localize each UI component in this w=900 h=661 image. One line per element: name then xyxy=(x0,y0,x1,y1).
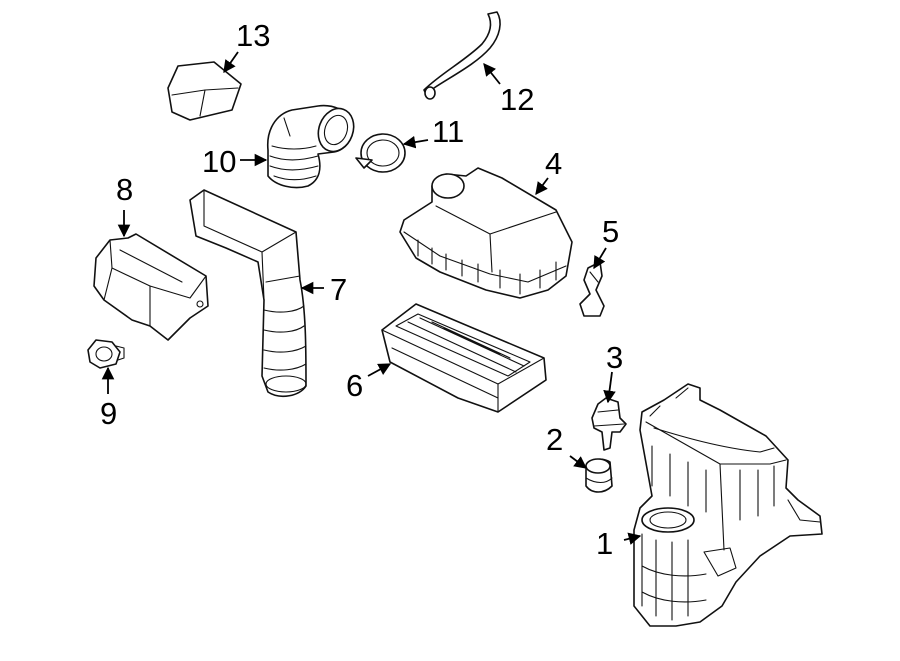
part-12-hose xyxy=(423,11,501,100)
callout-12: 12 xyxy=(500,82,534,117)
callout-6: 6 xyxy=(346,368,363,403)
leader-5 xyxy=(593,247,607,270)
callout-8: 8 xyxy=(116,172,133,207)
callout-11: 11 xyxy=(432,114,464,149)
leader-3 xyxy=(603,371,616,404)
leader-4 xyxy=(535,177,549,196)
part-3-sensor xyxy=(591,397,627,451)
callout-2: 2 xyxy=(546,422,563,457)
part-8-cover xyxy=(93,233,209,341)
leader-lines xyxy=(101,51,642,545)
part-4-cleaner-cover xyxy=(399,167,573,299)
callout-labels: 1 2 3 4 5 6 7 8 9 10 11 12 13 xyxy=(100,18,623,561)
callout-3: 3 xyxy=(606,340,623,375)
callout-7: 7 xyxy=(330,272,347,307)
callout-1: 1 xyxy=(596,526,613,561)
leader-12 xyxy=(483,63,501,85)
part-10-intake-hose xyxy=(267,104,355,189)
part-1-cleaner-body xyxy=(633,383,823,627)
part-6-air-filter xyxy=(381,303,547,413)
part-13-cap xyxy=(167,61,242,121)
leader-1 xyxy=(623,532,642,545)
callout-9: 9 xyxy=(100,396,117,431)
part-2-grommet xyxy=(585,458,613,493)
leader-13 xyxy=(223,51,239,74)
leader-6 xyxy=(367,363,392,377)
part-11-clamp xyxy=(355,133,406,173)
callout-5: 5 xyxy=(602,214,619,249)
leader-11 xyxy=(402,135,429,149)
part-9-fastener xyxy=(87,339,125,369)
callout-13: 13 xyxy=(236,18,270,53)
leader-2 xyxy=(569,455,588,469)
callout-4: 4 xyxy=(545,146,562,181)
callout-10: 10 xyxy=(202,144,236,179)
part-5-bracket xyxy=(579,261,605,317)
